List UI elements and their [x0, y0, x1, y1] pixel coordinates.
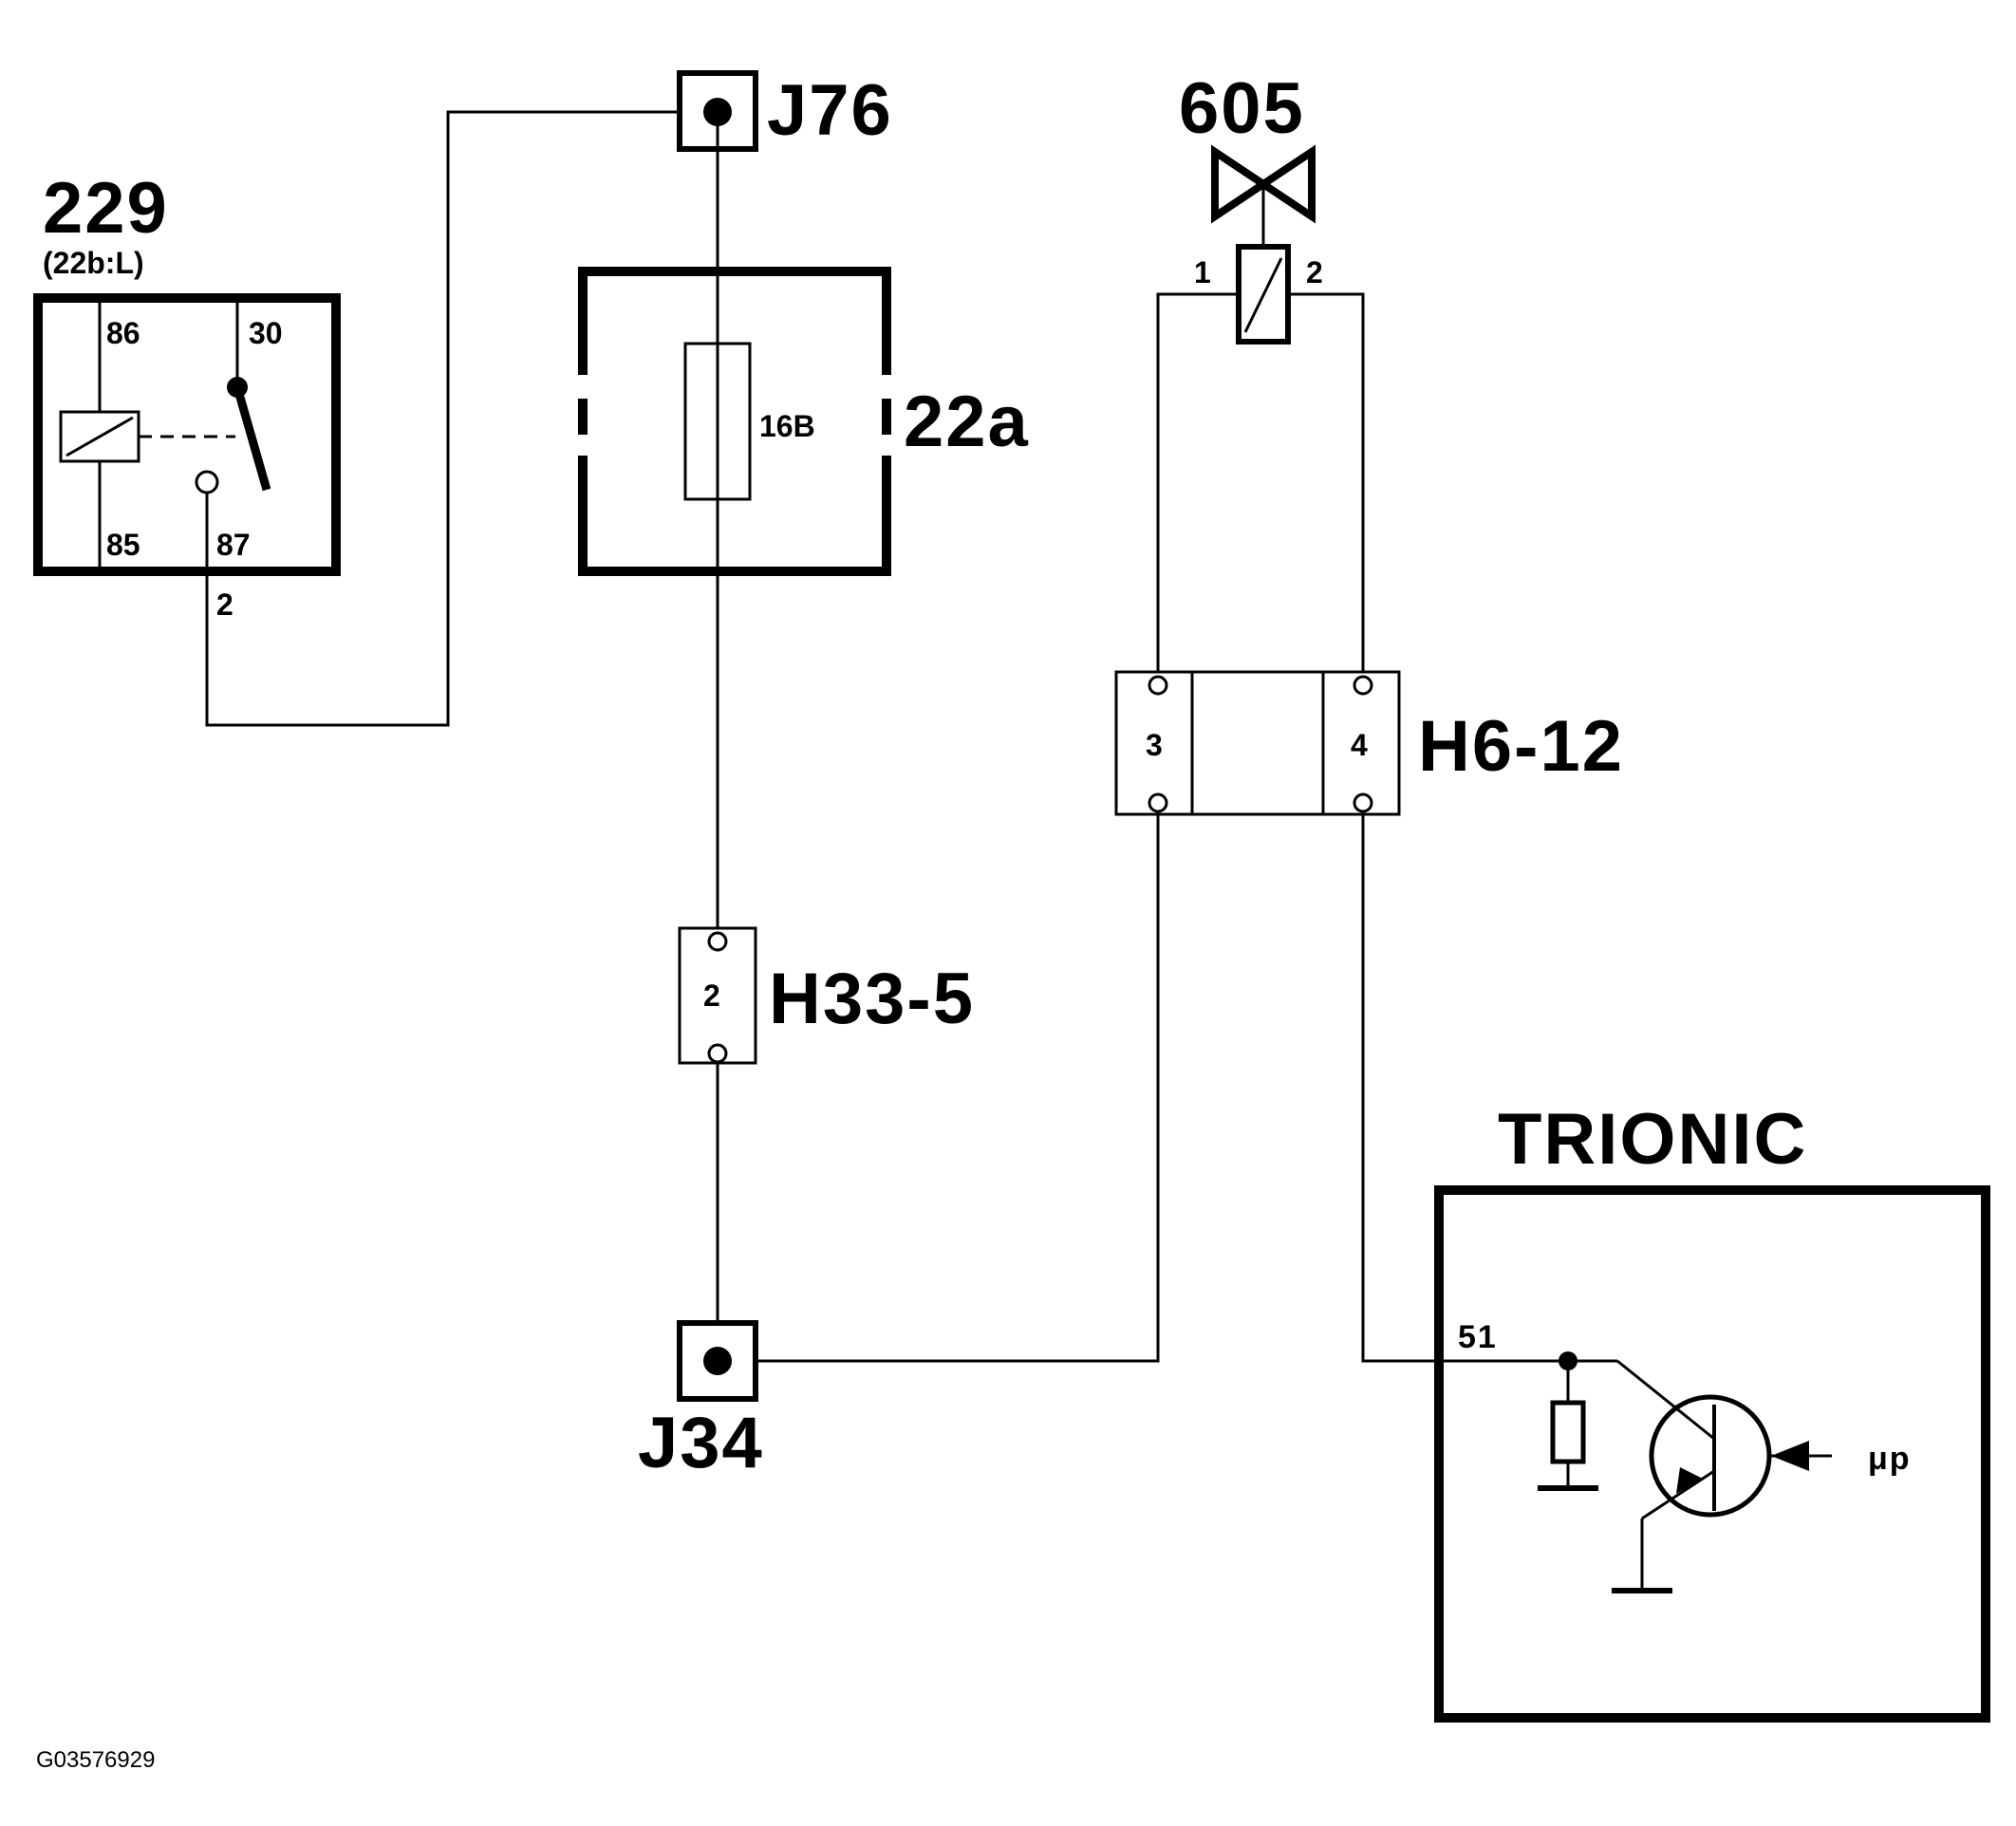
wire-relay-to-j76 — [205, 110, 680, 727]
fuse-label: 16B — [759, 409, 815, 443]
trionic-transistor — [1649, 1394, 1772, 1518]
wire-j34-to-h6-pin3 — [756, 814, 1160, 1363]
junction-j34-dot — [703, 1347, 732, 1375]
junction-j76-label: J76 — [767, 70, 893, 151]
connector-h6-box — [1114, 670, 1401, 816]
relay-coil-slash — [65, 416, 134, 457]
connector-h6-pin3-bottom — [1148, 792, 1168, 813]
connector-h6-pin4-top — [1353, 675, 1373, 696]
relay-229: 229 (22b:L) 86 30 85 87 2 — [33, 168, 341, 622]
fusebox-22a: 16B 22a — [578, 267, 1030, 576]
wire-valve1-to-h6 — [1156, 292, 1239, 685]
trionic-label: TRIONIC — [1498, 1099, 1807, 1180]
transistor-collector — [1616, 1359, 1715, 1441]
transistor-base-arrow — [1771, 1441, 1809, 1471]
connector-h6-pin-right: 4 — [1351, 728, 1368, 762]
relay-pin85: 85 — [106, 528, 140, 562]
connector-h33-pin-top — [707, 931, 728, 952]
relay-ref-label: (22b:L) — [43, 246, 144, 280]
connector-h33-label: H33-5 — [769, 959, 975, 1039]
relay-switch-arm — [233, 385, 271, 492]
connector-h6-label: H6-12 — [1418, 706, 1624, 787]
figure-code: G03576929 — [36, 1747, 155, 1773]
relay-contact-87 — [195, 470, 219, 494]
wire-h6-pin4-to-trionic — [1361, 814, 1617, 1363]
connector-h6-pin4-bottom — [1353, 792, 1373, 813]
trionic-pullup-resistor — [1550, 1400, 1586, 1464]
junction-j76-dot — [703, 98, 732, 126]
relay-label: 229 — [43, 168, 169, 249]
valve-label: 605 — [1179, 68, 1305, 149]
connector-h6-pin3-top — [1148, 675, 1168, 696]
fusebox-outline-top — [578, 267, 891, 375]
relay-pin30: 30 — [249, 316, 283, 350]
connector-h33-pin-bottom — [707, 1043, 728, 1064]
relay-housing — [33, 293, 341, 576]
connector-h33-pin-label: 2 — [703, 978, 720, 1013]
connector-h33-5: 2 H33-5 — [678, 926, 975, 1065]
connector-h6-12: 3 4 H6-12 — [1114, 670, 1624, 816]
junction-j76: J76 — [677, 70, 893, 152]
wire-valve2-to-h6 — [1288, 292, 1365, 685]
relay-pin86: 86 — [106, 316, 140, 350]
trionic-pin-51: 51 — [1458, 1319, 1498, 1355]
trionic-input-label: μp — [1868, 1441, 1912, 1477]
relay-out-pin: 2 — [216, 587, 233, 622]
connector-h6-pin-left: 3 — [1146, 728, 1163, 762]
valve-pin1: 1 — [1194, 255, 1211, 289]
trionic-housing — [1434, 1185, 1990, 1723]
fusebox-label: 22a — [904, 382, 1030, 462]
junction-j34-label: J34 — [638, 1403, 764, 1483]
junction-j34: J34 — [638, 1320, 764, 1483]
valve-605: 605 1 2 — [1156, 68, 1365, 685]
relay-pin87: 87 — [216, 528, 251, 562]
trionic-ecu: TRIONIC 51 μp — [1434, 1099, 1990, 1723]
valve-pin2: 2 — [1306, 255, 1323, 289]
fusebox-outline-bottom — [578, 456, 891, 576]
transistor-emitter-arrow — [1676, 1467, 1703, 1494]
valve-solenoid-slash — [1243, 257, 1283, 333]
